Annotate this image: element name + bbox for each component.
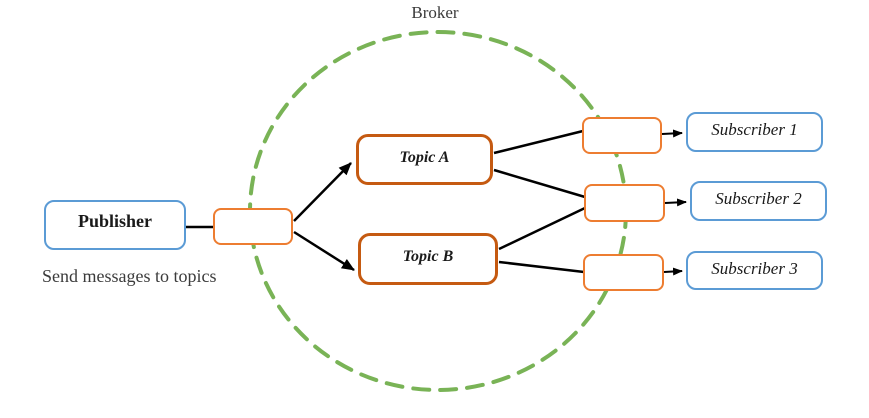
publisher-label: Publisher bbox=[77, 210, 152, 231]
subscriber-1-label: Subscriber 1 bbox=[711, 120, 798, 139]
message-node-publisher bbox=[213, 208, 293, 245]
topic-b-node: Topic B bbox=[358, 233, 498, 285]
message-node-1 bbox=[582, 117, 662, 154]
edge-node-1-to-subscriber-1 bbox=[661, 129, 683, 138]
edge-node-3-to-subscriber-3 bbox=[663, 267, 683, 276]
subscriber-2-node: Subscriber 2 bbox=[690, 181, 827, 221]
broker-label: Broker bbox=[411, 3, 459, 22]
edge-topic-a-to-node-1 bbox=[493, 129, 584, 155]
edge-topic-a-to-node-2 bbox=[493, 168, 586, 199]
publisher-node: Publisher bbox=[44, 200, 186, 250]
subscriber-1-node: Subscriber 1 bbox=[686, 112, 823, 152]
message-node-3 bbox=[583, 254, 664, 291]
edge-topic-b-to-node-3 bbox=[498, 260, 585, 274]
subscriber-3-label: Subscriber 3 bbox=[711, 258, 798, 278]
subscriber-3-node: Subscriber 3 bbox=[686, 251, 823, 290]
edge-topic-b-to-node-2 bbox=[498, 206, 586, 251]
subscriber-2-label: Subscriber 2 bbox=[715, 189, 802, 208]
topic-a-node: Topic A bbox=[356, 134, 493, 185]
topic-b-label: Topic B bbox=[402, 248, 454, 265]
publisher-caption: Send messages to topics bbox=[42, 266, 217, 286]
edge-node-2-to-subscriber-2 bbox=[664, 198, 687, 207]
message-node-2 bbox=[584, 184, 665, 222]
edge-message-node-to-topic-a bbox=[293, 162, 352, 222]
topic-a-label: Topic A bbox=[399, 148, 450, 166]
broker-boundary-circle bbox=[248, 30, 628, 392]
edge-message-node-to-topic-b bbox=[293, 230, 355, 272]
